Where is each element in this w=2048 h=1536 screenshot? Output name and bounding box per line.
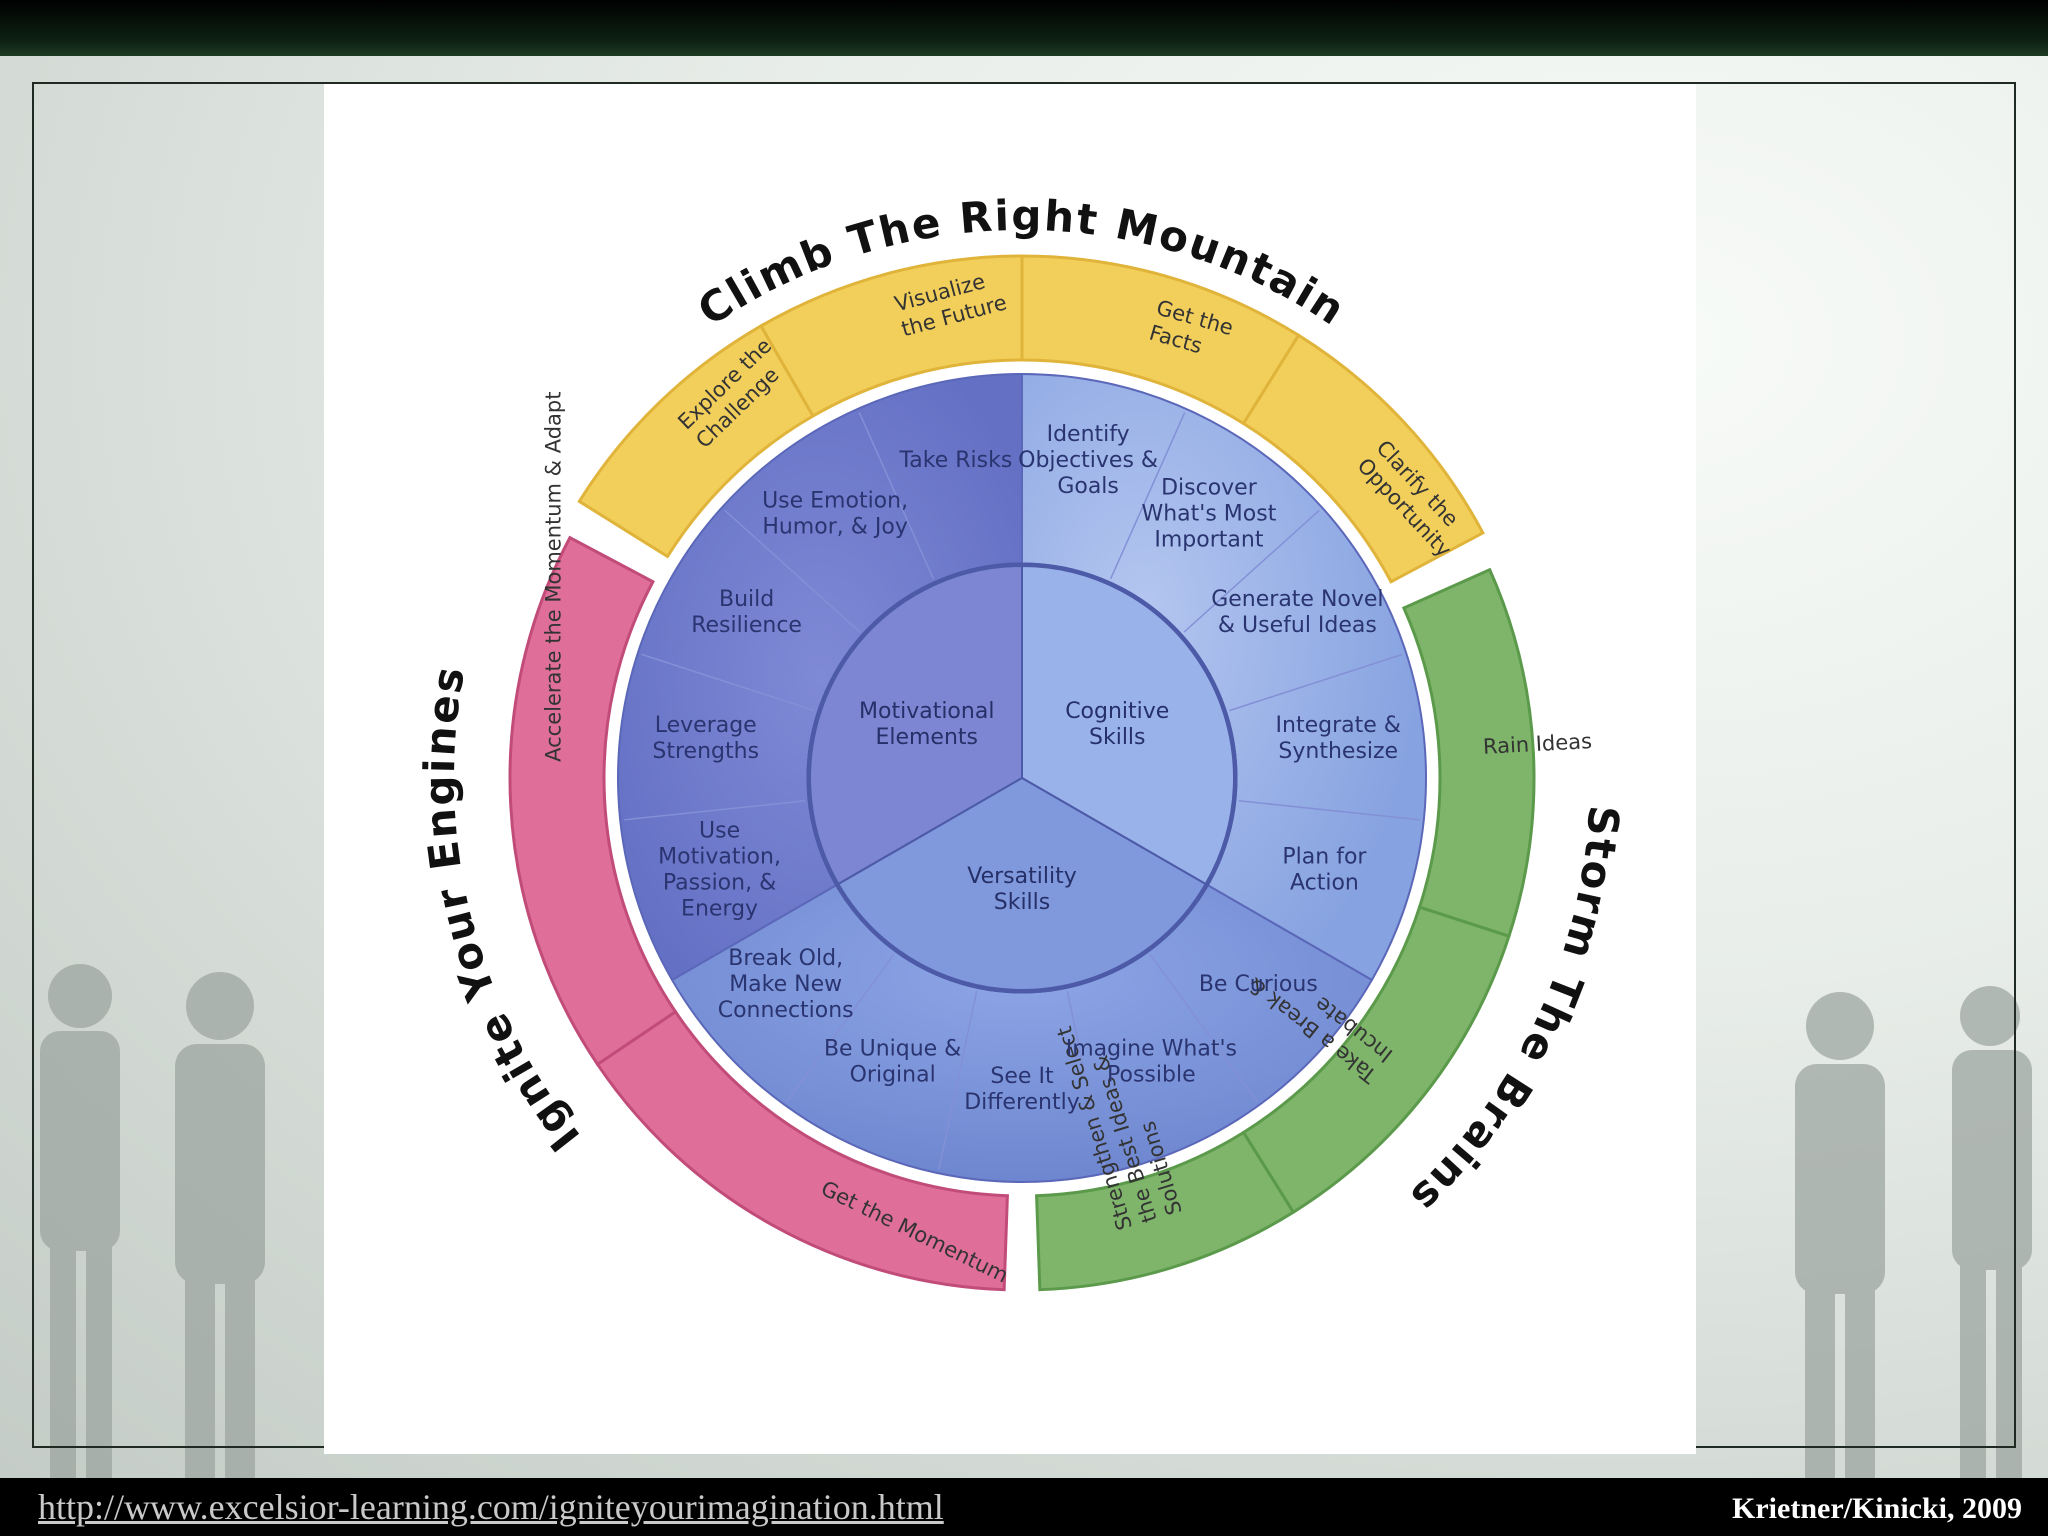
pink-ring-label: Accelerate the Momentum & Adapt	[541, 392, 565, 762]
attribution-text: Krietner/Kinicki, 2009	[1732, 1492, 2022, 1525]
skill-label: Use Emotion,Humor, & Joy	[762, 489, 908, 540]
segment-divider	[858, 412, 935, 580]
segment-divider	[1109, 412, 1186, 580]
pink-ring-segment	[508, 535, 678, 1067]
core-outline	[806, 562, 1238, 994]
top-bar	[0, 0, 2048, 56]
segment-divider	[624, 800, 806, 821]
right-silhouettes	[1795, 986, 2032, 1478]
segment-divider	[1149, 953, 1258, 1103]
skill-label: Take Risks	[898, 448, 1012, 473]
core-segment	[837, 776, 1207, 991]
green-ring-label: Rain Ideas	[1482, 729, 1592, 759]
segment-divider	[724, 509, 861, 633]
footer-bar: http://www.excelsior-learning.com/ignite…	[0, 1478, 2048, 1536]
segment-divider	[1238, 800, 1420, 821]
segment-divider	[1229, 653, 1403, 712]
segment-divider	[1183, 509, 1320, 633]
green-ring-segment	[1035, 1130, 1296, 1292]
yellow-ring-segment	[1241, 333, 1485, 584]
skill-label: Be Unique &Original	[824, 1037, 961, 1088]
skill-label: Be Curious	[1199, 972, 1318, 997]
skill-label: Integrate &Synthesize	[1276, 713, 1401, 764]
skill-label: Generate Novel& Useful Ideas	[1211, 587, 1383, 638]
left-silhouettes	[40, 964, 265, 1478]
source-link[interactable]: http://www.excelsior-learning.com/ignite…	[38, 1487, 944, 1527]
segment-divider	[641, 653, 815, 712]
segment-divider	[786, 953, 895, 1103]
segment-divider	[938, 991, 978, 1170]
segment-divider	[1066, 991, 1106, 1170]
